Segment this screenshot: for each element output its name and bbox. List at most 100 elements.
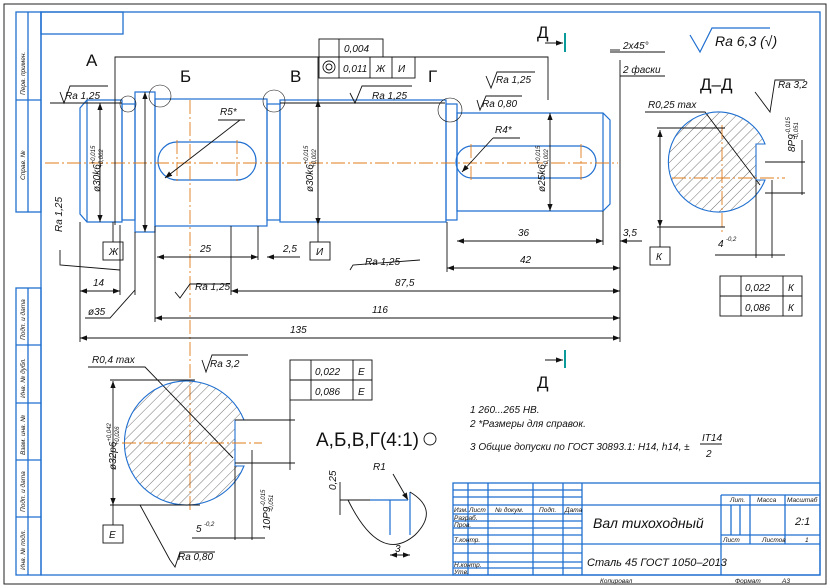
tolerance-value: 0,022 — [745, 283, 770, 294]
radius-r025: R0,25 max — [648, 100, 697, 111]
radius-r5: R5* — [220, 107, 238, 118]
section-e — [110, 379, 295, 561]
section-marker-bottom: Д — [537, 350, 566, 392]
chamfer-count: 2 фаски — [622, 64, 661, 76]
dimension-lines — [50, 49, 665, 342]
tolerance-frame-e: 0,022 Е 0,086 Е — [289, 359, 373, 401]
side-label: Перв. примен. — [20, 52, 27, 95]
dimension-texts: 25 2,5 36 3,5 42 87,5 116 135 14 ø35 4 -… — [88, 228, 737, 555]
dim-42: 42 — [520, 255, 532, 266]
tb-lit: Лит. — [729, 497, 745, 504]
diameter-d25: ø25k6+0,015+0,002 — [536, 145, 550, 192]
roughness-label: Ra 3,2 — [778, 80, 808, 91]
roughness-general: Ra 6,3 (√) — [715, 33, 777, 49]
dim-25: 25 — [199, 244, 212, 255]
dim-3: 3 — [395, 544, 401, 555]
part-material: Сталь 45 ГОСТ 1050–2013 — [587, 557, 728, 569]
note-line: 3 Общие допуски по ГОСТ 30893.1: H14, h1… — [470, 441, 690, 453]
view-label-b: Б — [180, 67, 191, 86]
view-label-g: Г — [428, 67, 437, 86]
tb-col: Дата — [564, 507, 583, 514]
tb-row: Разраб. — [454, 514, 478, 522]
tolerance-datum: Е — [358, 367, 365, 378]
tolerance-value: 0,022 — [315, 367, 340, 378]
tolerance-datum: Е — [358, 387, 365, 398]
note-line: 2 *Размеры для справок. — [469, 419, 586, 430]
tb-scale-label: Масштаб — [787, 496, 818, 504]
keyway-width-10: 10P9-0,015-0,051 — [261, 489, 275, 530]
side-label: Инв. № подл. — [19, 529, 27, 570]
datum-label: Е — [109, 530, 116, 541]
tb-row: Н.контр. — [454, 562, 482, 569]
shaft-main-view — [45, 84, 618, 510]
technical-notes: 1 260...265 HB. 2 *Размеры для справок. … — [469, 405, 722, 460]
dim-14: 14 — [93, 278, 105, 289]
tb-col: Подп. — [539, 506, 556, 514]
dim-3-5: 3,5 — [623, 228, 637, 239]
roughness-label: Ra 1,25 — [496, 75, 531, 86]
tb-sheets: Листов — [761, 537, 786, 544]
section-label: Д — [537, 373, 549, 392]
section-marker-top: Д — [537, 23, 566, 52]
side-label: Подп. и дата — [19, 299, 27, 340]
detail-view — [339, 482, 427, 558]
side-label: Справ. № — [20, 150, 27, 180]
chamfer-size: 2x45° — [622, 41, 649, 52]
detail-title: А,Б,В,Г(4:1) — [316, 430, 419, 451]
tb-sheet: Лист — [722, 537, 740, 544]
tb-col: № докум. — [495, 506, 524, 514]
tolerance-datum: Ж — [375, 64, 386, 75]
dim-d35: ø35 — [88, 307, 106, 318]
section-title: Д–Д — [700, 75, 733, 94]
sheet-frame — [3, 3, 827, 585]
diameter-d30-right: ø30k6+0,015+0,002 — [304, 145, 318, 192]
tb-mass: Масса — [757, 497, 777, 504]
radius-r4: R4* — [495, 125, 513, 136]
dim-116: 116 — [372, 305, 388, 316]
keyway-left — [157, 141, 257, 181]
diameter-d30-left: ø30k6+0,015+0,002 — [91, 145, 105, 192]
dim-4: 4 — [718, 239, 724, 250]
section-dd — [657, 111, 805, 258]
tolerance-value: 0,011 — [343, 64, 367, 75]
tb-row: Утв. — [453, 569, 469, 576]
roughness-label: Ra 0,80 — [482, 99, 517, 110]
tb-scale: 2:1 — [794, 516, 810, 528]
tb-row: Т.контр. — [454, 537, 480, 544]
dim-135: 135 — [290, 325, 307, 336]
roughness-label: Ra 1,25 — [65, 91, 100, 102]
datum-label: И — [316, 247, 324, 258]
tb-copied: Копировал — [600, 578, 633, 585]
tolerance-value: 0,086 — [315, 387, 340, 398]
tb-row: Пров. — [454, 522, 471, 529]
radius-r1: R1 — [373, 462, 386, 473]
tolerance-datum: К — [788, 303, 795, 314]
tolerance-frame-k: 0,022 К 0,086 К — [719, 275, 803, 317]
tolerance-frame-top: 0,004 0,011 Ж И — [318, 38, 416, 79]
note-fraction-num: IT14 — [702, 433, 722, 444]
roughness-label: Ra 1,25 — [195, 282, 230, 293]
datum-boxes: Ж И К Е — [102, 222, 671, 544]
dim-5: 5 — [196, 524, 202, 535]
dim-2-5: 2,5 — [282, 244, 297, 255]
datum-label: К — [656, 252, 663, 263]
tb-col: Изм. — [454, 507, 468, 514]
side-label: Взам. инв. № — [20, 415, 27, 455]
tolerance-datum: К — [788, 283, 795, 294]
tb-col: Лист — [468, 507, 486, 514]
dim-4-tol: -0,2 — [726, 237, 737, 243]
keyway-right — [455, 145, 597, 179]
side-label: Инв. № дубл. — [19, 358, 27, 398]
part-name: Вал тихоходный — [593, 515, 704, 531]
tb-format-value: А3 — [781, 578, 790, 585]
tolerance-value: 0,086 — [745, 303, 770, 314]
dim-36: 36 — [518, 228, 530, 239]
dim-87-5: 87,5 — [395, 278, 415, 289]
dim-0-25: 0,25 — [328, 470, 339, 490]
note-line: 1 260...265 HB. — [470, 405, 540, 416]
tolerance-datum: И — [398, 64, 406, 75]
radius-r04: R0,4 max — [92, 355, 136, 366]
roughness-label: Ra 0,80 — [178, 552, 213, 563]
rotated-icon — [423, 432, 437, 446]
